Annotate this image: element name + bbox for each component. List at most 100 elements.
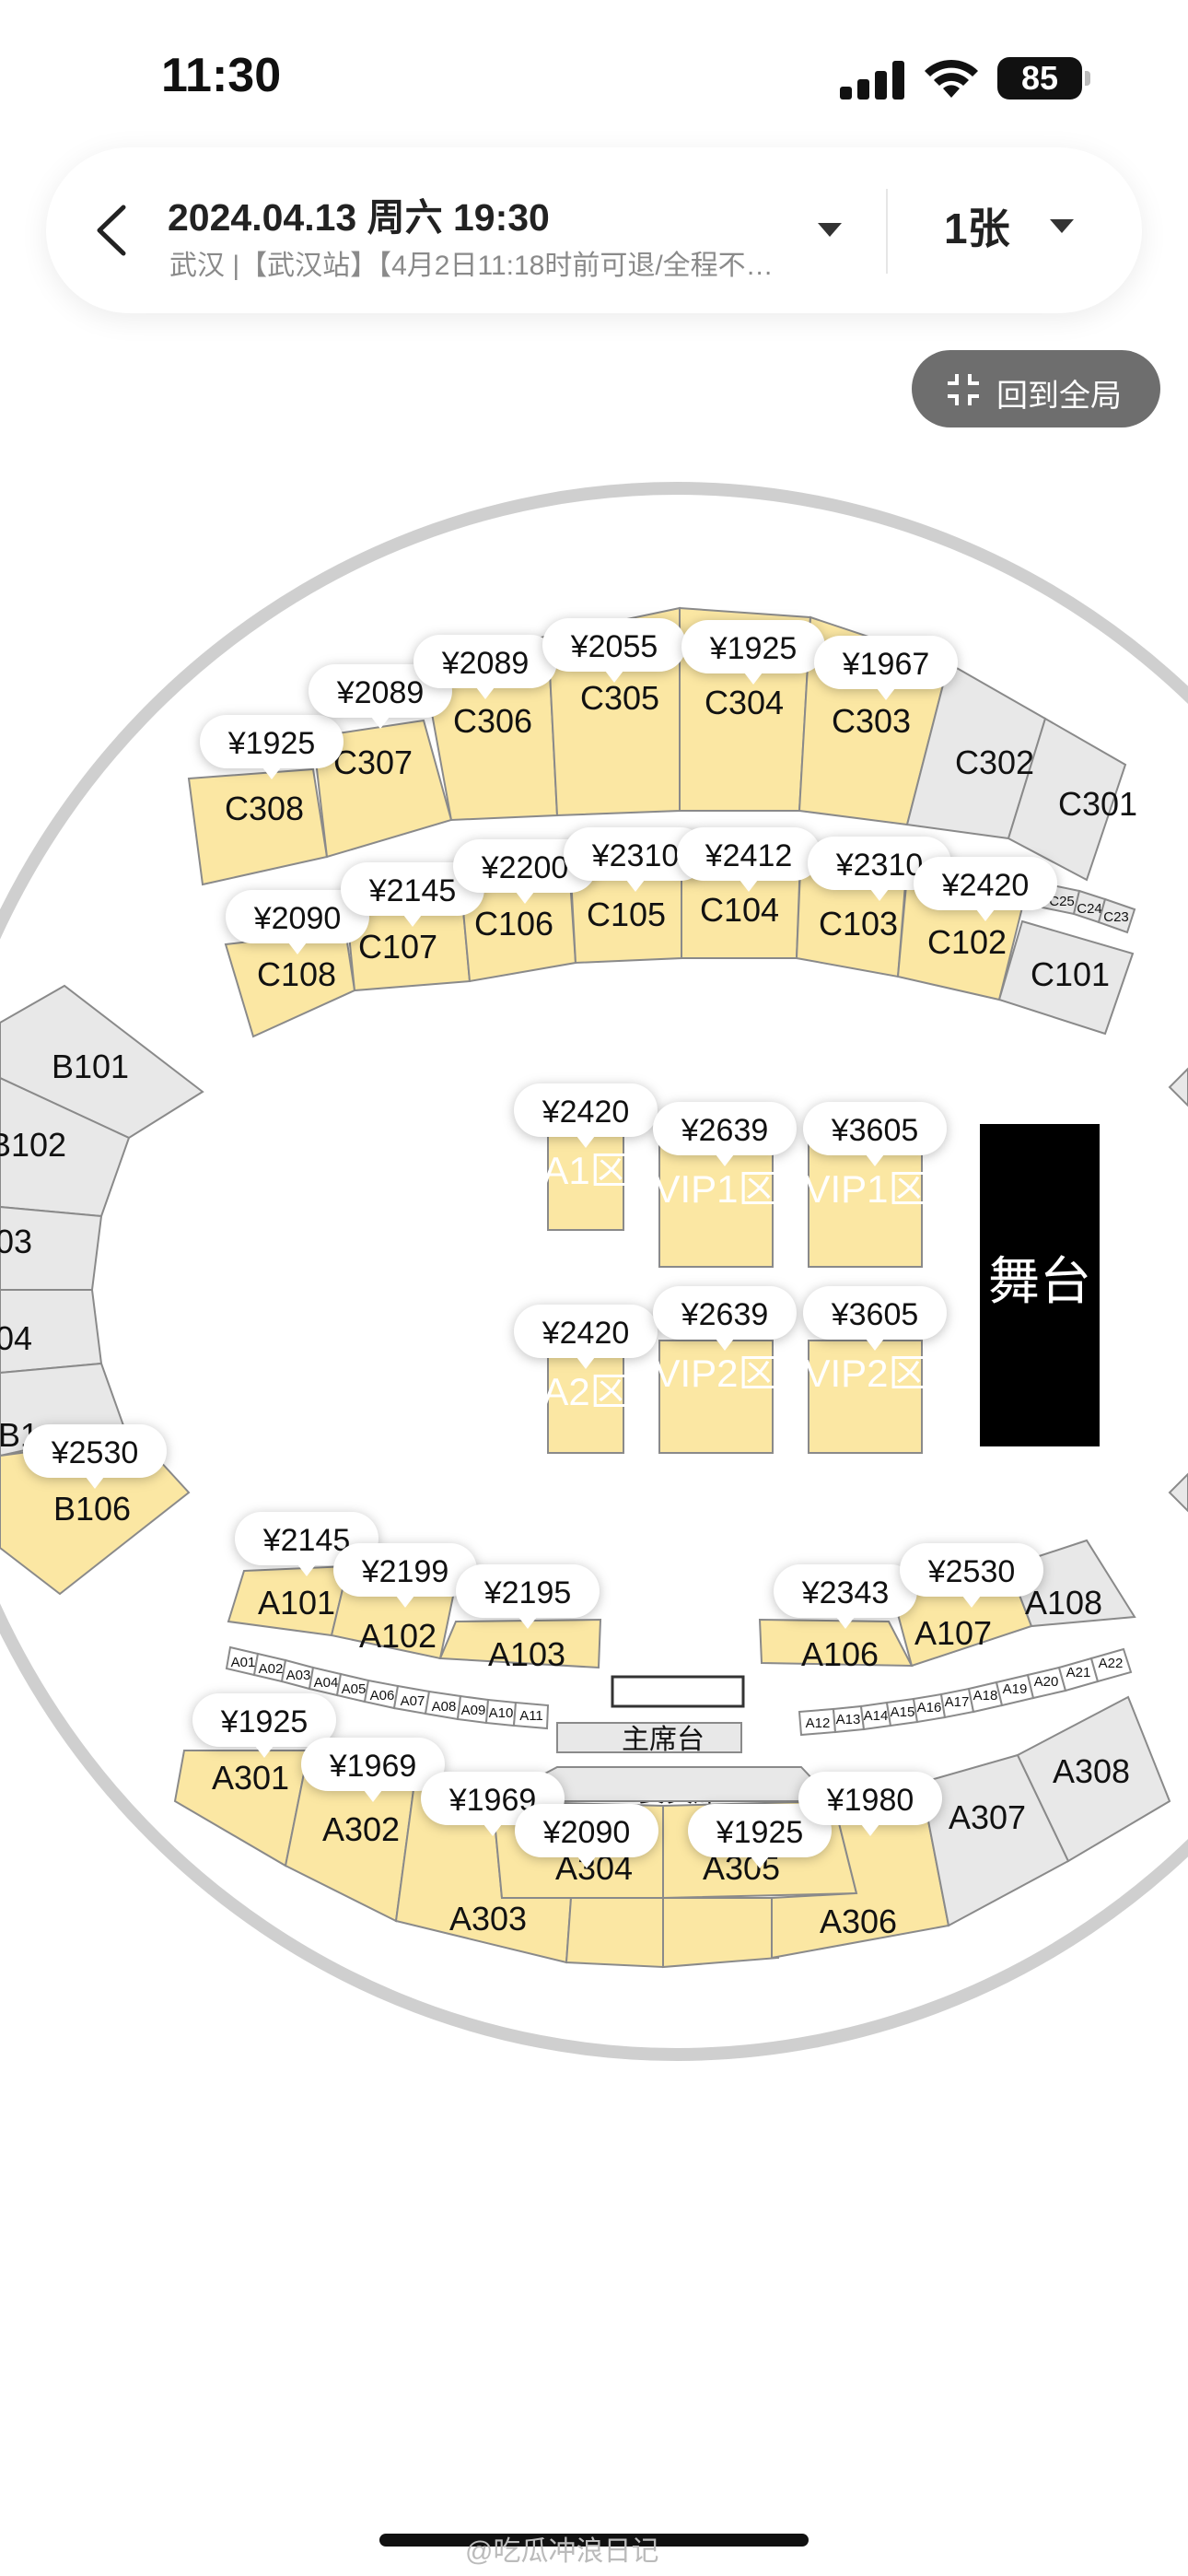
price-label: ¥1925 bbox=[709, 631, 798, 666]
section-c101[interactable] bbox=[997, 919, 1135, 1036]
ticket-quantity-select[interactable]: 1张 bbox=[944, 205, 1010, 252]
event-date-title[interactable]: 2024.04.13 周六 19:30 bbox=[168, 196, 550, 239]
label-c24: C24 bbox=[1077, 901, 1102, 917]
price-bubble-bg bbox=[798, 1772, 942, 1825]
price-label: ¥2310 bbox=[835, 848, 924, 883]
price-bubble[interactable]: ¥2090 bbox=[226, 890, 369, 954]
section-a305-lower[interactable] bbox=[565, 1897, 664, 1969]
price-label: ¥2090 bbox=[542, 1815, 631, 1850]
section-vip2-left[interactable] bbox=[658, 1340, 774, 1454]
price-bubble[interactable]: ¥2089 bbox=[309, 664, 452, 729]
edge-section-right-bottom bbox=[1168, 1472, 1188, 1513]
price-bubble[interactable]: ¥2530 bbox=[900, 1543, 1043, 1608]
quantity-dropdown-icon[interactable] bbox=[1050, 219, 1074, 233]
label-c108: C108 bbox=[257, 955, 336, 993]
price-bubble-tail bbox=[716, 1339, 734, 1351]
price-label: ¥2530 bbox=[927, 1554, 1016, 1589]
main-stand-label: 主席台 bbox=[622, 1725, 705, 1755]
section-a22[interactable] bbox=[1089, 1647, 1133, 1683]
price-bubble[interactable]: ¥2412 bbox=[677, 827, 821, 892]
date-dropdown-icon[interactable] bbox=[818, 223, 842, 237]
price-bubble[interactable]: ¥1925 bbox=[200, 715, 344, 779]
price-bubble[interactable]: ¥1980 bbox=[798, 1772, 942, 1836]
price-bubble[interactable]: ¥2089 bbox=[413, 635, 557, 699]
section-vip2-right[interactable] bbox=[808, 1340, 923, 1454]
label-a04: A04 bbox=[314, 1675, 339, 1691]
price-bubble[interactable]: ¥1925 bbox=[681, 620, 825, 685]
section-labels: C308 C307 C306 C305 C304 C303 C302 C301 … bbox=[0, 679, 1137, 1940]
price-bubble[interactable]: ¥2145 bbox=[341, 862, 484, 927]
price-bubble-bg bbox=[803, 1102, 947, 1155]
price-bubble[interactable]: ¥2200 bbox=[453, 839, 597, 904]
price-label: ¥2145 bbox=[368, 873, 457, 908]
label-a306: A306 bbox=[820, 1903, 897, 1940]
price-label: ¥2420 bbox=[542, 1095, 630, 1130]
label-a106: A106 bbox=[801, 1635, 879, 1673]
stage-label: 舞台 bbox=[988, 1252, 1091, 1310]
price-bubble[interactable]: ¥2055 bbox=[542, 618, 686, 683]
price-bubble[interactable]: ¥2639 bbox=[653, 1102, 797, 1166]
label-b101: B101 bbox=[52, 1048, 129, 1085]
section-a11[interactable] bbox=[512, 1701, 550, 1730]
price-bubble[interactable]: ¥3605 bbox=[803, 1286, 947, 1351]
price-bubble[interactable]: ¥2420 bbox=[914, 857, 1057, 921]
price-bubble-bg bbox=[677, 827, 821, 881]
price-bubble[interactable]: ¥2090 bbox=[515, 1804, 658, 1868]
price-bubble[interactable]: ¥2343 bbox=[774, 1564, 917, 1629]
price-bubble[interactable]: ¥2310 bbox=[564, 827, 707, 892]
price-label: ¥2530 bbox=[51, 1435, 139, 1470]
back-to-overview-button[interactable]: 回到全局 bbox=[912, 350, 1160, 427]
label-a09: A09 bbox=[461, 1703, 486, 1718]
price-bubble[interactable]: ¥1969 bbox=[301, 1738, 445, 1802]
section-c301[interactable] bbox=[1007, 717, 1127, 882]
label-a20: A20 bbox=[1034, 1674, 1059, 1690]
label-a1: A1区 bbox=[542, 1149, 628, 1192]
price-bubble[interactable]: ¥2639 bbox=[653, 1286, 797, 1351]
section-b101[interactable] bbox=[0, 984, 204, 1140]
price-bubble[interactable]: ¥2199 bbox=[333, 1543, 477, 1608]
price-label: ¥1925 bbox=[716, 1815, 804, 1850]
price-bubble[interactable]: ¥2195 bbox=[456, 1564, 600, 1629]
section-a308[interactable] bbox=[1016, 1695, 1171, 1863]
price-bubble-tail bbox=[577, 1856, 596, 1868]
label-b106: B106 bbox=[53, 1490, 131, 1528]
section-a103[interactable] bbox=[438, 1618, 602, 1669]
price-bubble[interactable]: ¥2530 bbox=[23, 1424, 167, 1489]
battery-icon: 85 bbox=[997, 57, 1090, 100]
label-c306: C306 bbox=[453, 702, 532, 740]
price-label: ¥2145 bbox=[262, 1523, 351, 1558]
seat-map[interactable]: 舞台 主席台 要员席 bbox=[0, 461, 1188, 2119]
price-label: ¥2089 bbox=[441, 646, 530, 681]
section-a305-mid[interactable] bbox=[662, 1897, 780, 1969]
price-label: ¥3605 bbox=[831, 1113, 919, 1148]
label-c308: C308 bbox=[225, 790, 304, 827]
section-c23[interactable] bbox=[1097, 897, 1136, 934]
price-bubble[interactable]: ¥1925 bbox=[688, 1804, 832, 1868]
price-bubble-tail bbox=[877, 688, 895, 700]
price-bubble[interactable]: ¥1925 bbox=[192, 1693, 336, 1758]
back-arrow-icon[interactable] bbox=[83, 198, 147, 263]
price-bubble[interactable]: ¥3605 bbox=[803, 1102, 947, 1166]
price-bubble-bg bbox=[341, 862, 484, 916]
price-label: ¥1969 bbox=[448, 1783, 537, 1818]
label-a05: A05 bbox=[342, 1681, 367, 1697]
label-c307: C307 bbox=[333, 744, 413, 781]
back-to-overview-label: 回到全局 bbox=[996, 379, 1122, 414]
price-bubble-bg bbox=[564, 827, 707, 881]
price-bubble-tail bbox=[962, 1596, 981, 1608]
floor-sections bbox=[547, 1114, 923, 1454]
event-subtitle: 武汉 |【武汉站】【4月2日11:18时前可退/全程不… bbox=[169, 251, 774, 281]
price-bubble[interactable]: ¥1967 bbox=[814, 636, 958, 700]
price-label: ¥2420 bbox=[941, 868, 1030, 903]
price-bubbles: ¥1925¥2089¥2089¥2055¥1925¥1967¥2090¥2145… bbox=[23, 618, 1057, 1868]
price-bubble[interactable]: ¥2420 bbox=[514, 1305, 658, 1369]
price-bubble-tail bbox=[605, 671, 623, 683]
price-bubble-tail bbox=[483, 1824, 502, 1836]
price-bubble[interactable]: ¥2420 bbox=[514, 1083, 658, 1148]
price-bubble-tail bbox=[516, 892, 534, 904]
label-b104: 04 bbox=[0, 1319, 32, 1357]
wifi-icon bbox=[925, 59, 978, 98]
price-bubble-bg bbox=[681, 620, 825, 673]
price-label: ¥1967 bbox=[842, 647, 930, 682]
floor-labels: A1区 VIP1区 VIP1区 A2区 VIP2区 VIP2区 bbox=[542, 1149, 926, 1413]
